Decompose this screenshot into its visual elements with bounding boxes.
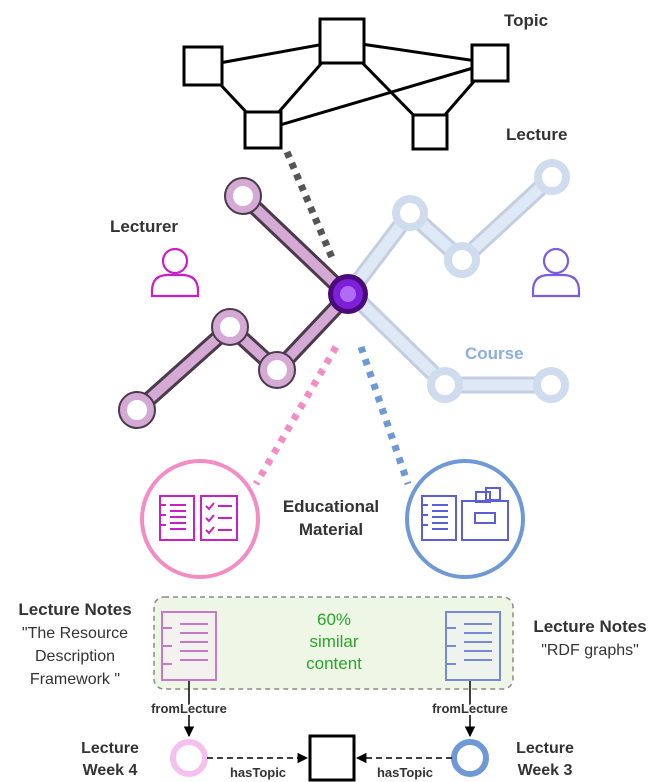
lecturer-node — [212, 309, 248, 345]
from-lecture-label-right: fromLecture — [432, 701, 508, 716]
lecturer-node — [259, 352, 295, 388]
has-topic-label-left: hasTopic — [230, 765, 286, 780]
right-notes-title: Lecture Notes — [533, 617, 646, 636]
topic-node — [411, 113, 449, 151]
person-icon — [150, 247, 200, 298]
topic-node — [470, 43, 510, 83]
week3-line1: Lecture — [516, 740, 574, 757]
similarity-box — [153, 596, 514, 690]
course-node — [427, 367, 463, 403]
lecturer-node — [225, 178, 261, 214]
has-topic-label-right: hasTopic — [377, 765, 433, 780]
document-icon — [161, 611, 217, 681]
similarity-line3: content — [306, 654, 362, 673]
lecturer-path-lower — [118, 290, 353, 429]
week4-line1: Lecture — [81, 740, 139, 757]
left-notes-line3: Framework " — [30, 671, 120, 688]
week3-line2: Week 3 — [518, 762, 573, 779]
lecture-label: Lecture — [506, 125, 567, 144]
topic-label: Topic — [504, 11, 548, 30]
left-notes-line1: "The Resource — [22, 625, 128, 642]
document-icon — [421, 495, 457, 541]
checklist-icon — [200, 495, 238, 541]
right-notes-line1: "RDF graphs" — [541, 642, 639, 659]
archive-box-icon — [461, 487, 509, 541]
topic-node — [182, 45, 224, 87]
document-icon — [159, 495, 195, 541]
topic-node — [243, 110, 283, 150]
lecture-week3-node — [451, 739, 489, 777]
educational-material-line1: Educational — [283, 497, 379, 516]
from-lecture-label-left: fromLecture — [151, 701, 227, 716]
lecturer-label: Lecturer — [110, 217, 178, 236]
lecture-node — [534, 159, 570, 195]
topic-link-dotted — [283, 150, 337, 262]
topic-node — [318, 17, 366, 65]
course-path — [344, 285, 569, 403]
left-notes-title: Lecture Notes — [18, 600, 131, 619]
course-node — [533, 367, 569, 403]
lecture-week4-node — [170, 739, 208, 777]
material-link-blue — [357, 345, 412, 486]
person-icon — [531, 247, 581, 298]
similarity-line1: 60% — [317, 610, 351, 629]
lecture-node — [444, 242, 480, 278]
topic-network — [182, 17, 510, 151]
document-icon — [445, 611, 501, 681]
material-circle-right — [405, 459, 525, 579]
left-notes-line2: Description — [35, 648, 115, 665]
educational-material-line2: Material — [299, 520, 363, 539]
lecturer-path-upper — [224, 177, 355, 303]
shared-topic-node — [308, 734, 356, 782]
lecture-path — [343, 159, 570, 298]
week4-line2: Week 4 — [83, 762, 138, 779]
lecture-node — [392, 195, 428, 231]
material-link-pink — [252, 345, 340, 486]
course-label: Course — [465, 344, 524, 363]
lecturer-node — [119, 392, 155, 428]
similarity-line2: similar — [309, 632, 358, 651]
